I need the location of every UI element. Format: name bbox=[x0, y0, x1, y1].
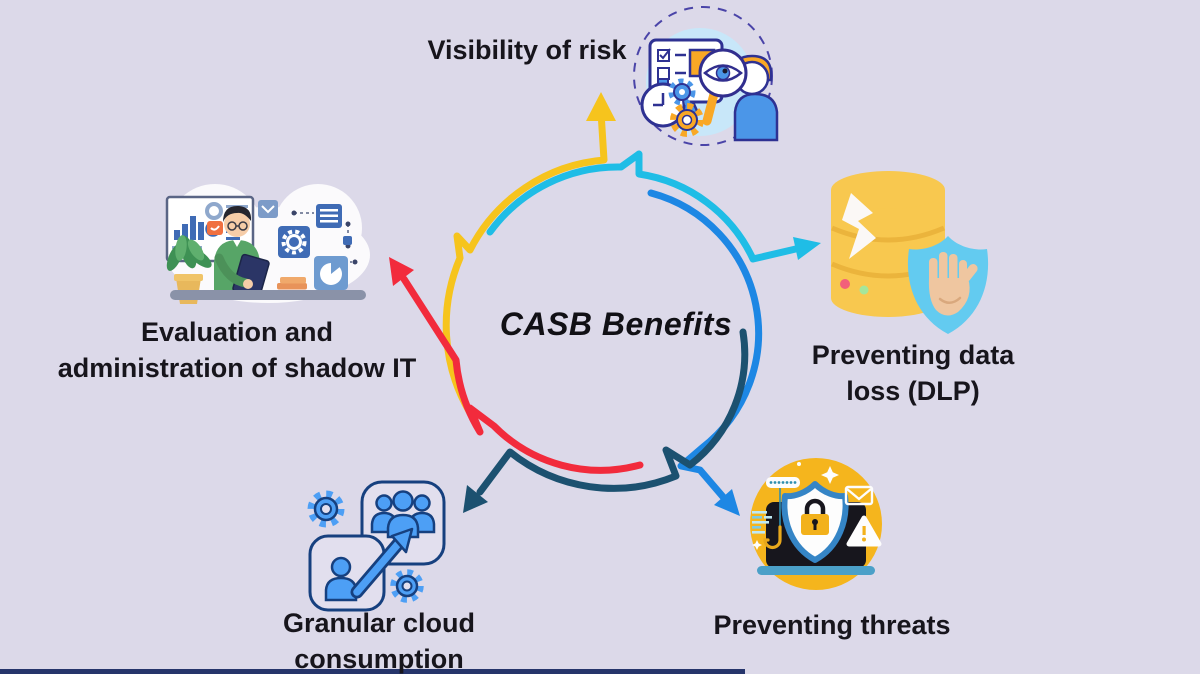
mail-icon bbox=[258, 200, 278, 218]
gear-icon bbox=[668, 78, 696, 106]
books-icon bbox=[277, 277, 307, 290]
gear-square-icon bbox=[278, 226, 310, 258]
arrowhead-granular bbox=[463, 485, 488, 513]
gear-icon bbox=[670, 103, 704, 137]
analyst-dashboard-illustration bbox=[165, 184, 370, 304]
stop-hand bbox=[928, 252, 978, 316]
magnifier-eye-icon bbox=[698, 48, 748, 126]
benefit-label-visibility: Visibility of risk bbox=[427, 35, 627, 65]
cycle-diagram bbox=[389, 92, 821, 516]
arrowhead-dlp bbox=[793, 237, 821, 260]
arc-granular bbox=[476, 328, 749, 496]
diagram-title: CASB Benefits bbox=[499, 306, 733, 342]
shield-stop-hand-icon bbox=[907, 236, 989, 334]
password-field bbox=[766, 477, 800, 488]
arrowhead-visibility bbox=[586, 92, 616, 121]
security-shield-icon bbox=[781, 481, 849, 563]
growth-arrow-icon bbox=[350, 527, 414, 599]
green-dot bbox=[859, 285, 869, 295]
sparkle-icon bbox=[752, 462, 839, 550]
arc-shadow-it bbox=[400, 275, 644, 474]
arc-visibility bbox=[442, 108, 608, 415]
red-dot bbox=[840, 279, 850, 289]
benefit-label-shadow-it: Evaluation and administration of shadow … bbox=[57, 317, 417, 383]
analyst-person bbox=[214, 205, 270, 300]
laptop-base bbox=[757, 566, 875, 575]
desk-bar bbox=[170, 290, 366, 300]
benefit-label-dlp: Preventing data loss (DLP) bbox=[811, 340, 1015, 406]
crack-shape bbox=[842, 193, 876, 259]
arc-dlp bbox=[486, 150, 804, 263]
arrowhead-shadow-it bbox=[389, 257, 414, 286]
list-icon bbox=[316, 204, 342, 228]
bottom-edge-bar bbox=[0, 669, 745, 674]
phishing-hook-icon bbox=[763, 525, 782, 550]
laptop-shield-padlock-illustration bbox=[750, 458, 882, 590]
arrowhead-threats bbox=[714, 489, 740, 516]
gear-icon bbox=[390, 569, 424, 603]
benefit-label-threats: Preventing threats bbox=[713, 610, 951, 640]
pie-chart-icon bbox=[314, 256, 348, 290]
benefit-label-granular: Granular cloud consumption control bbox=[282, 608, 476, 674]
envelope-icon bbox=[844, 485, 874, 506]
chat-badge-icon bbox=[207, 221, 223, 235]
warning-triangle-icon bbox=[846, 515, 882, 547]
database-shield-stop-hand-illustration bbox=[831, 171, 989, 334]
user-group-icon bbox=[370, 490, 436, 539]
risk-monitoring-illustration bbox=[633, 6, 779, 146]
code-lines bbox=[752, 511, 772, 534]
single-user-icon bbox=[324, 556, 358, 602]
users-gears-growth-illustration bbox=[307, 480, 446, 612]
gear-icon bbox=[307, 490, 345, 528]
padlock-shackle bbox=[804, 498, 826, 516]
